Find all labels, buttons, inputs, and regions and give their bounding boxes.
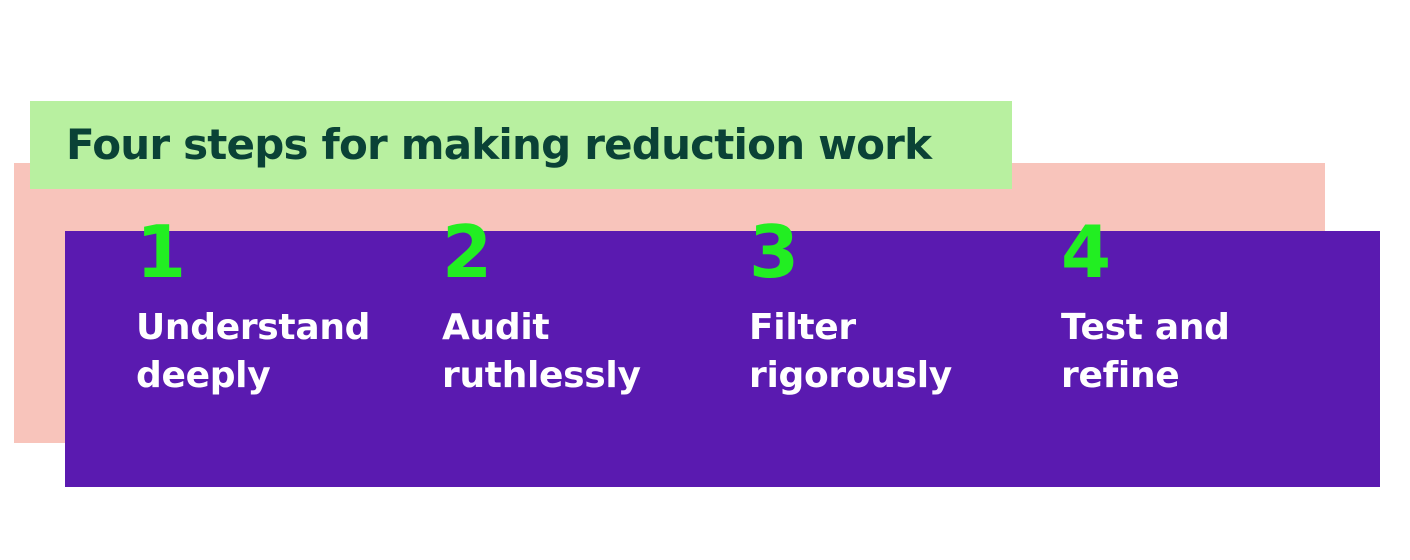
step-number: 1 (136, 210, 187, 294)
step-label-line: refine (1061, 355, 1180, 396)
step-2: 2 Audit ruthlessly (442, 212, 732, 400)
step-label: Understand deeply (136, 304, 426, 400)
step-number: 2 (442, 210, 493, 294)
step-label-line: deeply (136, 355, 271, 396)
step-label-line: ruthlessly (442, 355, 641, 396)
step-4: 4 Test and refine (1061, 212, 1351, 400)
step-label: Filter rigorously (749, 304, 1039, 400)
step-label: Audit ruthlessly (442, 304, 732, 400)
step-label-line: Test and (1061, 307, 1230, 348)
step-label-line: Understand (136, 307, 371, 348)
step-label-line: rigorously (749, 355, 952, 396)
steps-panel (65, 231, 1380, 487)
step-1: 1 Understand deeply (136, 212, 426, 400)
step-label-line: Audit (442, 307, 550, 348)
step-number: 3 (749, 210, 800, 294)
step-label-line: Filter (749, 307, 856, 348)
title-banner: Four steps for making reduction work (30, 101, 1012, 189)
step-number: 4 (1061, 210, 1112, 294)
diagram-title: Four steps for making reduction work (66, 120, 932, 169)
step-3: 3 Filter rigorously (749, 212, 1039, 400)
step-label: Test and refine (1061, 304, 1351, 400)
